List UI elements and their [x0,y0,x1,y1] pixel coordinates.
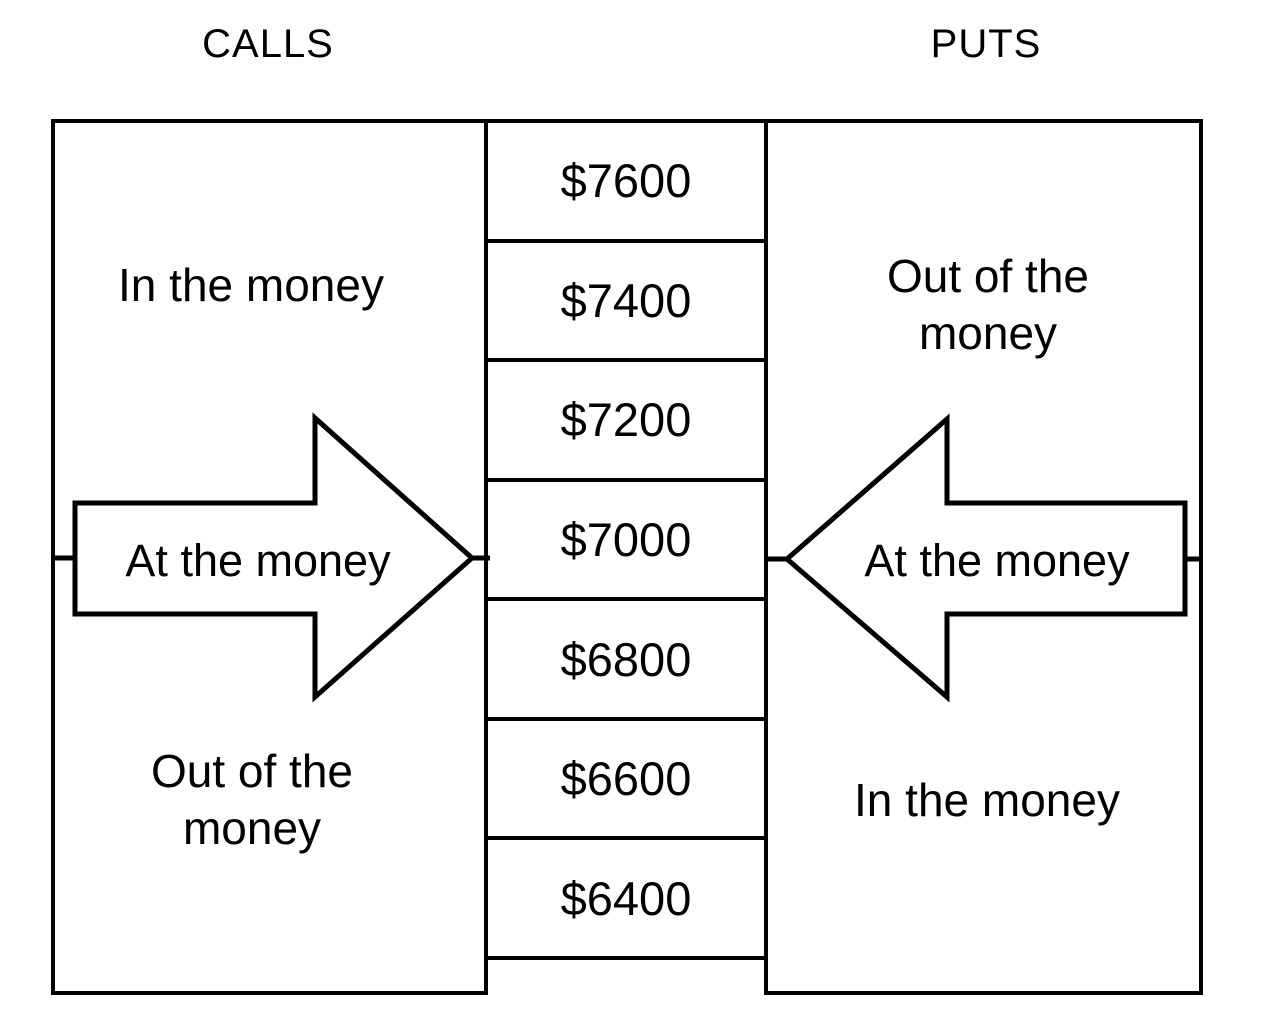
puts-out-of-the-money-label: Out of the money [886,250,1089,359]
puts-in-the-money-label: In the money [854,773,1120,826]
strike-price-label: $7400 [560,273,692,327]
calls-in-the-money-label: In the money [118,258,384,311]
calls-at-the-money-label: At the money [125,534,391,586]
puts-at-the-money-label: At the money [864,534,1130,586]
puts-title: PUTS [930,21,1042,66]
strike-price-column: $7600 $7400 $7200 $7000 $6800 $6600 $640… [488,119,764,961]
strike-price-label: $6600 [560,752,692,806]
strike-price-cell: $7600 [488,123,764,243]
strike-price-cell: $6800 [488,601,764,721]
strike-price-cell: $7000 [488,482,764,602]
strike-price-cell: $7400 [488,243,764,363]
strike-price-label: $6800 [560,632,692,686]
strike-price-label: $7000 [560,513,692,567]
strike-price-cell: $6400 [488,840,764,961]
calls-title: CALLS [202,21,334,66]
strike-price-cell: $6600 [488,721,764,841]
calls-out-of-the-money-label: Out of the money [150,745,353,854]
strike-price-label: $7200 [560,393,692,447]
strike-price-label: $6400 [560,871,692,925]
strike-price-cell: $7200 [488,362,764,482]
strike-price-label: $7600 [560,154,692,208]
